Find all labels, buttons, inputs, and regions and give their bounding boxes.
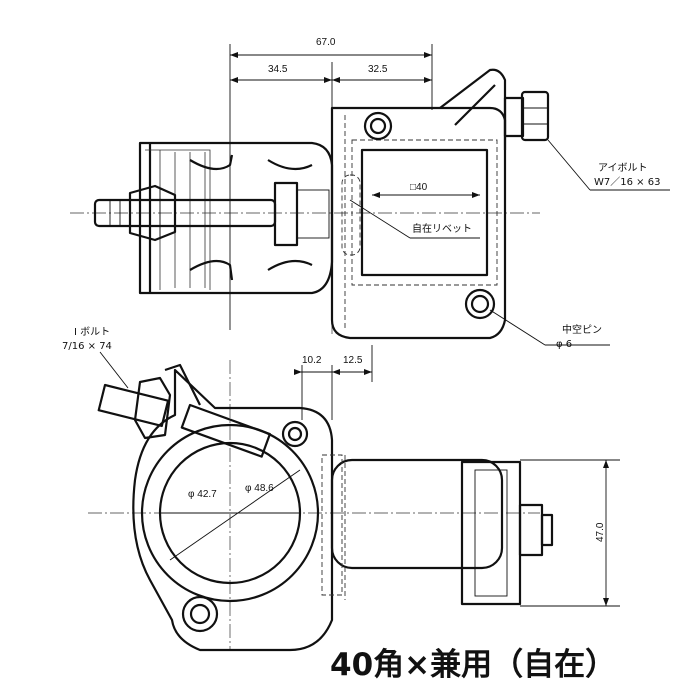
height-label: 47.0 (595, 522, 606, 542)
hollow-pin-name: 中空ピン (562, 323, 602, 336)
left-width-label: 34.5 (268, 64, 288, 75)
top-dimension-lines (229, 44, 433, 330)
rivet-label: 自在リベット (412, 222, 472, 235)
top-right-square-clamp (330, 68, 507, 340)
overall-width-label: 67.0 (316, 37, 336, 48)
top-leaders (349, 139, 670, 346)
caption: 40角×兼用（自在） (330, 647, 616, 683)
square-size-label: □40 (410, 182, 428, 193)
offset-b-label: 12.5 (343, 355, 363, 366)
right-width-label: 32.5 (368, 64, 388, 75)
bottom-round-clamp (132, 363, 334, 652)
top-left-clamp (138, 141, 334, 295)
eye-bolt-spec: W7／16 × 63 (594, 176, 660, 188)
height-dimension (520, 459, 620, 607)
outer-diameter-label: φ 48.6 (245, 483, 274, 494)
bottom-offset-dimensions (294, 345, 373, 420)
offset-a-label: 10.2 (302, 355, 322, 366)
hollow-pin-spec: φ 6 (556, 339, 572, 350)
inner-diameter-label: φ 42.7 (188, 489, 217, 500)
i-bolt-leader (99, 351, 129, 389)
i-bolt-name: I ボルト (74, 326, 110, 338)
eye-bolt-top (503, 90, 550, 142)
eye-bolt-name: アイボルト (598, 162, 648, 174)
i-bolt-bottom (97, 376, 271, 458)
i-bolt-spec: 7/16 × 74 (62, 341, 112, 352)
bottom-square-clamp (321, 454, 554, 606)
i-bolt-top (93, 184, 277, 242)
